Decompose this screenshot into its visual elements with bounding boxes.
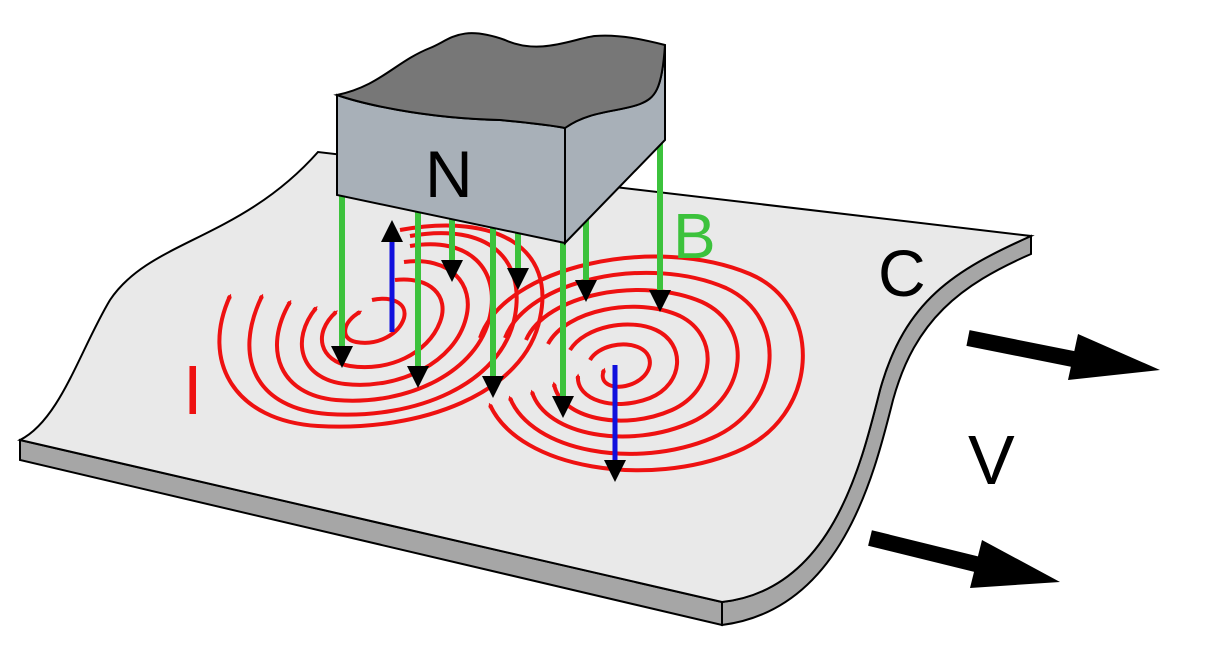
left-loop-5 — [247, 231, 519, 417]
left-loop-4 — [274, 242, 494, 403]
field-line-2 — [407, 210, 429, 388]
right-loop-6 — [478, 254, 805, 473]
field-line-8 — [649, 140, 671, 312]
right-loop-4 — [524, 288, 740, 439]
magnet-north-pole — [333, 32, 667, 246]
induced-field-down-arrow — [604, 365, 626, 482]
right-loop-3 — [546, 304, 710, 423]
field-line-1 — [331, 195, 353, 368]
field-line-3 — [441, 218, 463, 282]
magnetic-field-lines — [331, 140, 671, 418]
conductor-sheet — [17, 150, 1035, 627]
induced-field-vectors — [381, 220, 626, 482]
right-loop-2 — [568, 322, 680, 406]
velocity-arrow-bottom — [868, 530, 1060, 588]
conductor-label: C — [878, 236, 926, 310]
magnet-top-surface — [333, 32, 667, 130]
magnetic-field-label: B — [673, 200, 716, 272]
right-loop-5 — [503, 270, 772, 456]
north-pole-label: N — [425, 137, 473, 211]
field-line-6 — [552, 240, 574, 418]
velocity-arrow-top — [966, 330, 1160, 380]
left-loop-1 — [343, 296, 407, 345]
right-eddy-loops — [478, 254, 805, 473]
velocity-arrows — [868, 330, 1160, 588]
field-line-5 — [507, 230, 529, 290]
left-loop-2 — [319, 277, 445, 370]
right-loop-1 — [588, 342, 652, 389]
current-label: I — [183, 351, 202, 429]
field-line-4 — [482, 225, 504, 398]
eddy-currents — [217, 223, 805, 473]
sheet-top-surface — [17, 150, 1035, 604]
velocity-label: V — [968, 421, 1015, 499]
left-loop-6 — [217, 223, 545, 429]
induced-field-up-arrow — [381, 220, 403, 332]
